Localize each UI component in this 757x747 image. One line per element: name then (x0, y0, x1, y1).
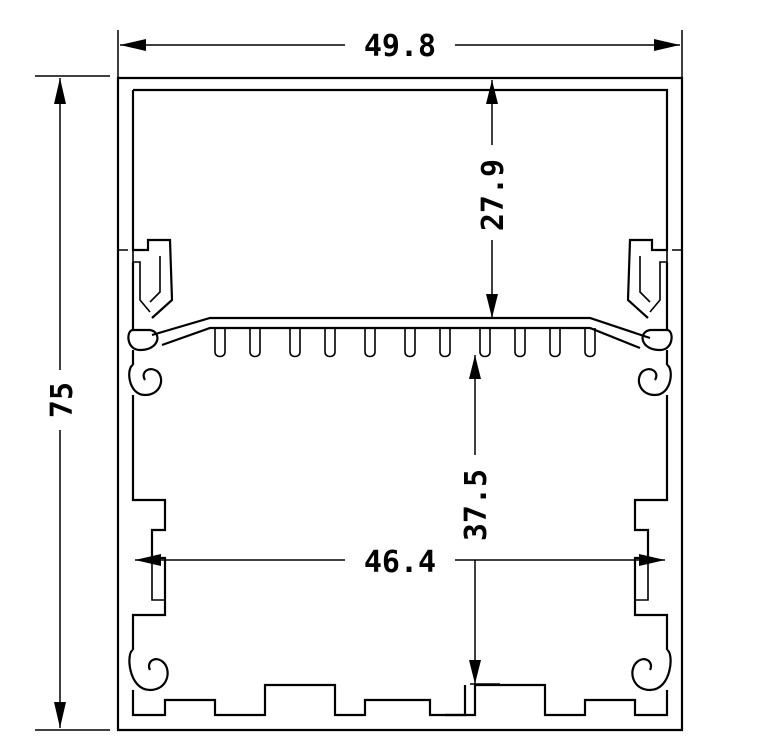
dimension-inner-width: 46.4 (135, 545, 665, 580)
dimension-top-chamber: 27.9 (476, 80, 511, 318)
dimension-overall-height: 75 (45, 78, 80, 728)
overall-height-label: 75 (45, 382, 80, 418)
dimension-lower-chamber: 37.5 (459, 355, 500, 685)
heatsink-fins (214, 328, 596, 358)
top-chamber-label: 27.9 (476, 159, 511, 231)
extension-lines (35, 30, 683, 731)
aluminum-profile (116, 76, 684, 732)
inner-width-label: 46.4 (364, 545, 436, 580)
overall-width-label: 49.8 (364, 29, 436, 64)
lower-chamber-label: 37.5 (459, 469, 494, 541)
dimension-overall-width: 49.8 (120, 29, 680, 64)
